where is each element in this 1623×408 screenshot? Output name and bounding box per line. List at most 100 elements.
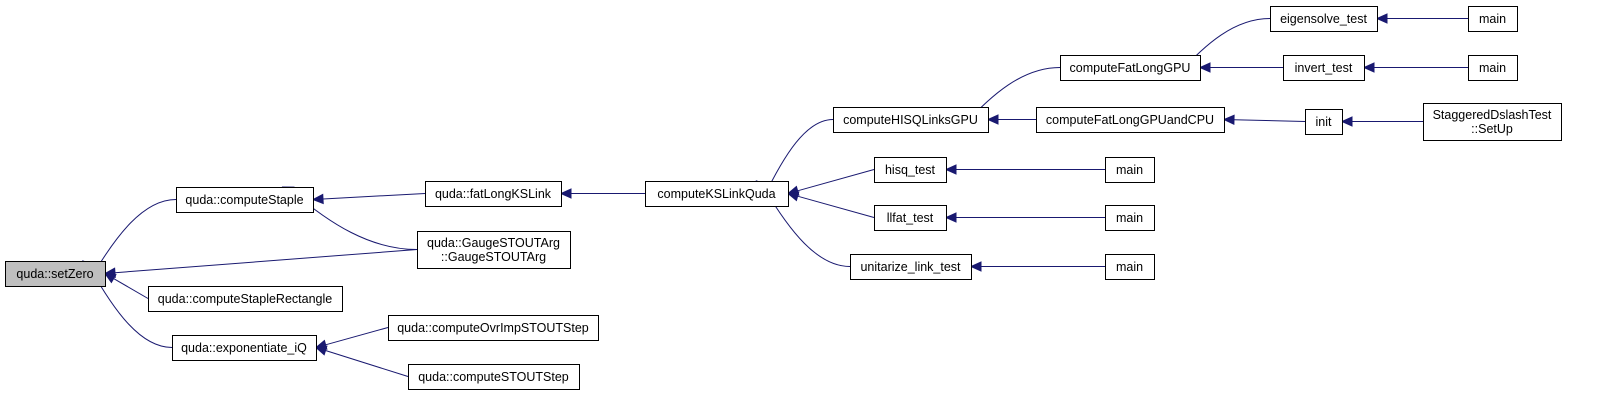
node-box: [5, 261, 106, 287]
edge-llfattest-to-computekslinkquda: [786, 191, 875, 218]
node-label: computeHISQLinksGPU: [843, 113, 978, 127]
node-label: hisq_test: [885, 163, 936, 177]
node-box: [833, 107, 989, 133]
arrowhead-icon: [969, 261, 982, 272]
edge-init-to-computefatlonggpuandcpu: [1222, 114, 1306, 126]
edge-computefatlonggpuandcpu-to-computehisqlinksgpu: [986, 114, 1036, 125]
edge-line: [797, 195, 875, 218]
node-box: [1283, 55, 1365, 81]
node-label: computeFatLongGPU: [1070, 61, 1191, 75]
node-main_invert[interactable]: main: [1468, 55, 1518, 81]
node-box: [1468, 6, 1518, 32]
node-box: [1105, 205, 1155, 231]
node-hisqtest[interactable]: hisq_test: [874, 157, 947, 183]
node-box: [1423, 103, 1562, 141]
arrowhead-icon: [1375, 13, 1388, 24]
node-gaugestoutarg[interactable]: quda::GaugeSTOUTArg::GaugeSTOUTArg: [417, 231, 571, 269]
arrowhead-icon: [559, 188, 572, 199]
node-computestaplerect[interactable]: quda::computeStapleRectangle: [148, 286, 343, 312]
edge-main_eigensolve-to-eigensolvetest: [1375, 13, 1468, 24]
node-computeovrimp[interactable]: quda::computeOvrImpSTOUTStep: [388, 315, 599, 341]
node-label: quda::computeOvrImpSTOUTStep: [397, 321, 589, 335]
node-label: quda::computeStaple: [185, 193, 303, 207]
node-label: main: [1479, 12, 1506, 26]
node-exponentiate[interactable]: quda::exponentiate_iQ: [172, 335, 317, 361]
node-label: computeKSLinkQuda: [657, 187, 775, 201]
node-label: quda::GaugeSTOUTArg: [427, 236, 560, 250]
edge-main_hisq-to-hisqtest: [944, 164, 1105, 175]
node-box: [172, 335, 317, 361]
node-computestoutstep[interactable]: quda::computeSTOUTStep: [408, 364, 580, 390]
node-box: [176, 187, 314, 213]
node-box: [1270, 6, 1378, 32]
node-fatlongkslink[interactable]: quda::fatLongKSLink: [425, 181, 562, 207]
node-box: [874, 157, 947, 183]
node-computekslinkquda[interactable]: computeKSLinkQuda: [645, 181, 789, 207]
node-main_unitarize[interactable]: main: [1105, 254, 1155, 280]
node-label: quda::fatLongKSLink: [435, 187, 552, 201]
arrowhead-icon: [986, 114, 999, 125]
node-label: main: [1116, 163, 1143, 177]
node-label: main: [1116, 260, 1143, 274]
node-label: unitarize_link_test: [860, 260, 961, 274]
arrowhead-icon: [311, 193, 324, 205]
arrowhead-icon: [944, 164, 957, 175]
node-label: main: [1116, 211, 1143, 225]
edge-computekslinkquda-to-fatlongkslink: [559, 188, 645, 199]
node-label: ::GaugeSTOUTArg: [441, 250, 546, 264]
node-box: [1105, 254, 1155, 280]
node-computefatlonggpu[interactable]: computeFatLongGPU: [1060, 55, 1201, 81]
node-label: quda::computeSTOUTStep: [418, 370, 569, 384]
node-label: quda::computeStapleRectangle: [158, 292, 332, 306]
arrowhead-icon: [1362, 62, 1375, 73]
node-eigensolvetest[interactable]: eigensolve_test: [1270, 6, 1378, 32]
node-setzero[interactable]: quda::setZero: [5, 261, 106, 287]
node-box: [874, 205, 947, 231]
node-box: [417, 231, 571, 269]
node-label: invert_test: [1295, 61, 1353, 75]
edge-main_invert-to-inverttest: [1362, 62, 1468, 73]
node-label: computeFatLongGPUandCPU: [1046, 113, 1214, 127]
edge-line: [325, 350, 409, 377]
node-box: [645, 181, 789, 207]
node-label: llfat_test: [887, 211, 934, 225]
edge-hisqtest-to-computekslinkquda: [786, 169, 875, 196]
node-box: [1036, 107, 1225, 133]
node-label: StaggeredDslashTest: [1433, 108, 1552, 122]
arrowhead-icon: [1222, 114, 1235, 126]
node-label: ::SetUp: [1471, 122, 1513, 136]
node-llfattest[interactable]: llfat_test: [874, 205, 947, 231]
node-box: [1105, 157, 1155, 183]
edge-line: [797, 169, 875, 192]
node-computefatlonggpuandcpu[interactable]: computeFatLongGPUandCPU: [1036, 107, 1225, 133]
node-box: [388, 315, 599, 341]
node-staggereddslash[interactable]: StaggeredDslashTest::SetUp: [1423, 103, 1562, 141]
arrowhead-icon: [314, 345, 328, 356]
edge-gaugestoutarg-to-setzero: [103, 249, 418, 278]
graph-nodes: quda::setZero quda::computeStaplequda::Ga…: [5, 6, 1562, 390]
node-main_eigensolve[interactable]: main: [1468, 6, 1518, 32]
edge-computestoutstep-to-exponentiate: [314, 345, 409, 377]
edge-fatlongkslink-to-computestaple: [311, 193, 426, 205]
arrowhead-icon: [944, 212, 957, 223]
edge-line: [322, 193, 426, 200]
node-main_hisq[interactable]: main: [1105, 157, 1155, 183]
arrowhead-icon: [1198, 62, 1211, 73]
edge-staggereddslash-to-init: [1340, 116, 1423, 127]
arrowhead-icon: [1340, 116, 1353, 127]
edge-main_unitarize-to-unitarizelinktest: [969, 261, 1105, 272]
node-main_llfat[interactable]: main: [1105, 205, 1155, 231]
node-label: main: [1479, 61, 1506, 75]
node-init[interactable]: init: [1305, 109, 1343, 135]
node-box: [425, 181, 562, 207]
node-box: [850, 254, 972, 280]
node-label: init: [1316, 115, 1333, 129]
node-computestaple[interactable]: quda::computeStaple: [176, 187, 314, 213]
edge-line: [1233, 119, 1306, 122]
node-inverttest[interactable]: invert_test: [1283, 55, 1365, 81]
node-box: [1305, 109, 1343, 135]
node-unitarizelinktest[interactable]: unitarize_link_test: [850, 254, 972, 280]
node-box: [148, 286, 343, 312]
node-computehisqlinksgpu[interactable]: computeHISQLinksGPU: [833, 107, 989, 133]
